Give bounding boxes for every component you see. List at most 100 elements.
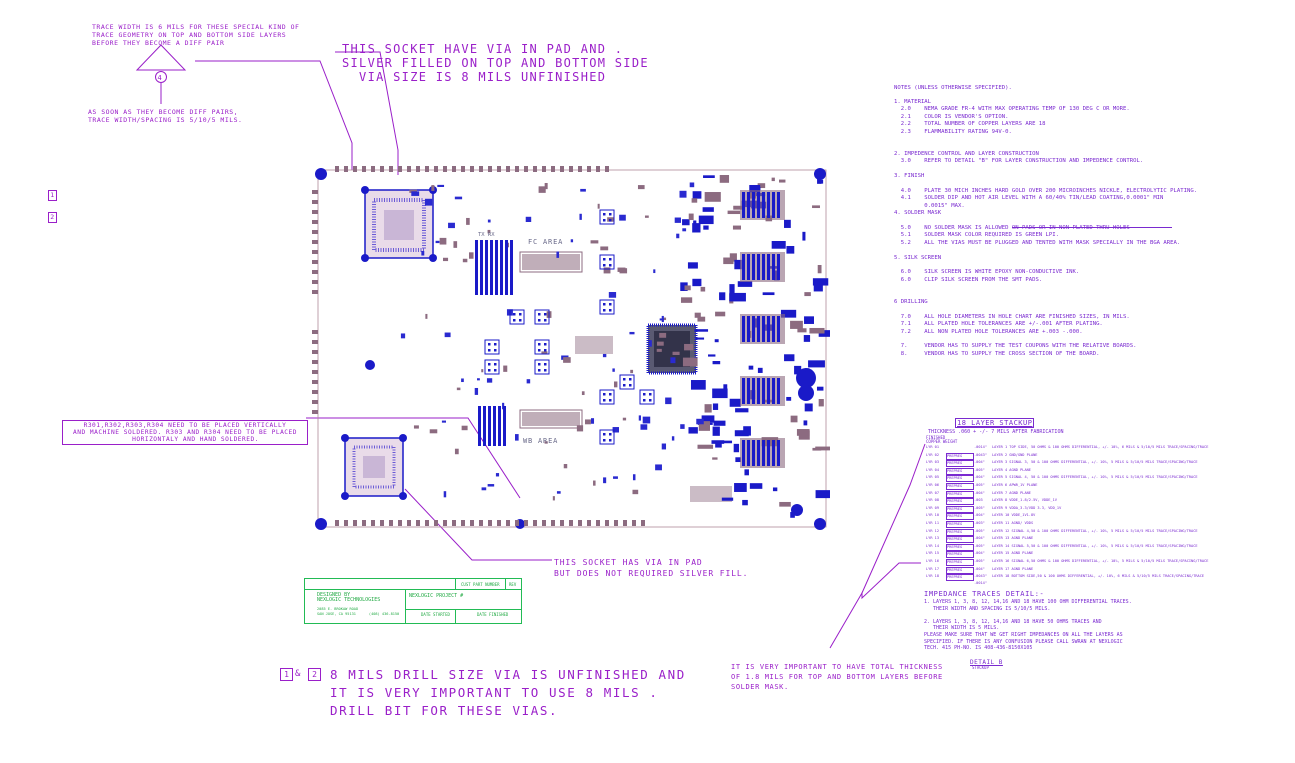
marker-circle <box>155 71 167 83</box>
layer-thickness: .005" <box>974 528 985 533</box>
layer-id: LYR 18 <box>926 574 939 579</box>
stackup-bottom-thickness: .0014" <box>974 580 987 585</box>
layer-description: LAYER 11 AGND/ VDDS <box>992 520 1034 525</box>
layer-thickness: .004" <box>974 490 985 495</box>
layer-thickness: .005" <box>974 543 985 548</box>
layer-thickness: .005" <box>974 558 985 563</box>
layer-material: PREPREG <box>946 528 974 536</box>
diff-pairs-note: AS SOON AS THEY BECOME DIFF PAIRS, TRACE… <box>88 108 243 124</box>
layer-id: LYR 01 <box>926 445 939 449</box>
drill-note: 8 MILS DRILL SIZE VIA IS UNFINISHED AND … <box>330 667 686 718</box>
layer-description: LAYER 1 TOP SIDE, 50 OHMS & 100 OHMS DIF… <box>992 445 1209 449</box>
layer-description: LAYER 6 APWR_1V PLANE <box>992 482 1038 487</box>
stackup-row: LYR 03 PREPREG.004" LAYER 3 SIGNAL 3, 50 &… <box>926 459 1198 468</box>
components <box>400 175 830 518</box>
top-bga-socket <box>361 186 437 262</box>
drill-marker-1: 1 <box>280 668 293 681</box>
layer-thickness: .0014" <box>974 445 987 449</box>
socket-bottom-note: THIS SOCKET HAS VIA IN PAD BUT DOES NOT … <box>554 558 749 578</box>
part-number-label: CUST PART NUMBER <box>461 582 500 587</box>
layer-thickness: .004" <box>974 536 985 541</box>
layer-id: LYR 15 <box>926 551 939 556</box>
layer-description: LAYER 10 VDDE_1V1.8V <box>992 513 1036 518</box>
trace-triangle <box>135 44 187 71</box>
stackup-table: LYR 01 .0014" LAYER 1 TOP SIDE, 50 OHMS & … <box>926 444 1208 585</box>
layer-thickness: .004" <box>974 460 985 465</box>
layer-thickness: .003 <box>974 498 983 503</box>
leader-thickness-2 <box>861 443 926 594</box>
layer-material: PREPREG <box>946 574 974 582</box>
fc-area-label: FC AREA <box>528 238 563 246</box>
pcb-board: FC AREA WB AREA TX RX <box>312 166 830 530</box>
left-pad-col <box>312 190 318 414</box>
wb-area-label: WB AREA <box>523 437 558 445</box>
layer-id: LYR 10 <box>926 513 939 518</box>
layer-id: LYR 07 <box>926 490 939 495</box>
layer-thickness: .005" <box>974 505 985 510</box>
layer-id: LYR 12 <box>926 528 939 533</box>
finished-copper-label: FINISHED COPPER WEIGHT <box>926 435 958 444</box>
layer-thickness: .004" <box>974 513 985 518</box>
company-name: DESIGNED BY NEXLOGIC TECHNOLOGIES <box>317 592 381 603</box>
drill-amp: & <box>295 669 301 679</box>
layer-description: LAYER 9 VDDA_3.3/VDD 3.3, VDD_1V <box>992 505 1062 510</box>
stackup-row: LYR 01 .0014" LAYER 1 TOP SIDE, 50 OHMS & … <box>926 444 1208 452</box>
mounting-holes <box>315 168 826 530</box>
notes-divider <box>1012 227 1172 228</box>
leader-thickness <box>829 562 921 649</box>
layer-description: LAYER 3 SIGNAL 3, 50 & 100 OHMS DIFFEREN… <box>992 460 1198 465</box>
thickness-note: IT IS VERY IMPORTANT TO HAVE TOTAL THICK… <box>731 663 943 691</box>
impedance-body: 1. LAYERS 1, 3, 8, 12, 14,16 AND 18 HAVE… <box>924 599 1132 652</box>
layer-description: LAYER 2 GND/GND PLANE <box>992 452 1038 457</box>
company-address: 2085 E. BROKAW ROAD SAN JOSE, CA 95131 (… <box>317 607 400 616</box>
detail-label: DETAIL B <box>970 659 1003 666</box>
layer-thickness: .0043" <box>974 452 987 457</box>
layer-description: LAYER 14 SIGNAL 5,50 & 100 OHMS DIFFEREN… <box>992 543 1198 548</box>
layer-id: LYR 08 <box>926 498 939 503</box>
layer-id: LYR 03 <box>926 460 939 465</box>
socket-top-note: THIS SOCKET HAVE VIA IN PAD AND . SILVER… <box>342 42 649 84</box>
tx-rx-label: TX RX <box>478 232 495 238</box>
leader-socket-bottom <box>404 488 552 561</box>
layer-material: PREPREG <box>946 475 974 483</box>
layer-description: LAYER 18 BOTTOM SIDE,50 & 100 OHMS DIFFE… <box>992 574 1205 579</box>
connector-strips <box>519 251 732 502</box>
layer-description: LAYER 4 AGND PLANE <box>992 467 1031 472</box>
layer-description: LAYER 5 SIGNAL 4, 50 & 100 OHMS DIFFEREN… <box>992 475 1198 480</box>
layer-thickness: .004" <box>974 566 985 571</box>
layer-description: LAYER 12 SIGNAL 4,50 & 100 OHMS DIFFEREN… <box>992 528 1198 533</box>
layer-thickness: .005" <box>974 467 985 472</box>
layer-description: LAYER 17 AGND PLANE <box>992 566 1034 571</box>
trace-width-note: TRACE WIDTH IS 6 MILS FOR THESE SPECIAL … <box>92 23 300 47</box>
layer-material: PREPREG <box>946 551 974 559</box>
detail-sub: STACKUP <box>972 665 989 670</box>
layer-thickness: .003" <box>974 520 985 525</box>
layer-thickness: .004" <box>974 551 985 556</box>
date-started: DATE STARTED <box>421 612 450 617</box>
layer-id: LYR 13 <box>926 536 939 541</box>
layer-material: PREPREG <box>946 460 974 468</box>
marker-number: 4 <box>158 74 162 82</box>
side-marker-2: 2 <box>48 212 57 223</box>
layer-description: LAYER 7 AGND PLANE <box>992 490 1031 495</box>
layer-material: PREPREG <box>946 536 974 544</box>
side-marker-1: 1 <box>48 190 57 201</box>
leader-trace <box>195 60 353 170</box>
bottom-pad-row <box>335 520 645 526</box>
impedance-title: IMPEDANCE TRACES DETAIL:- <box>924 590 1045 598</box>
layer-id: LYR 11 <box>926 520 939 525</box>
leader-socket-top <box>335 51 399 175</box>
layer-id: LYR 02 <box>926 452 939 457</box>
resistor-note: R301,R302,R303,R304 NEED TO BE PLACED VE… <box>62 420 308 445</box>
layer-id: LYR 16 <box>926 558 939 563</box>
layer-material: PREPREG <box>946 543 974 551</box>
